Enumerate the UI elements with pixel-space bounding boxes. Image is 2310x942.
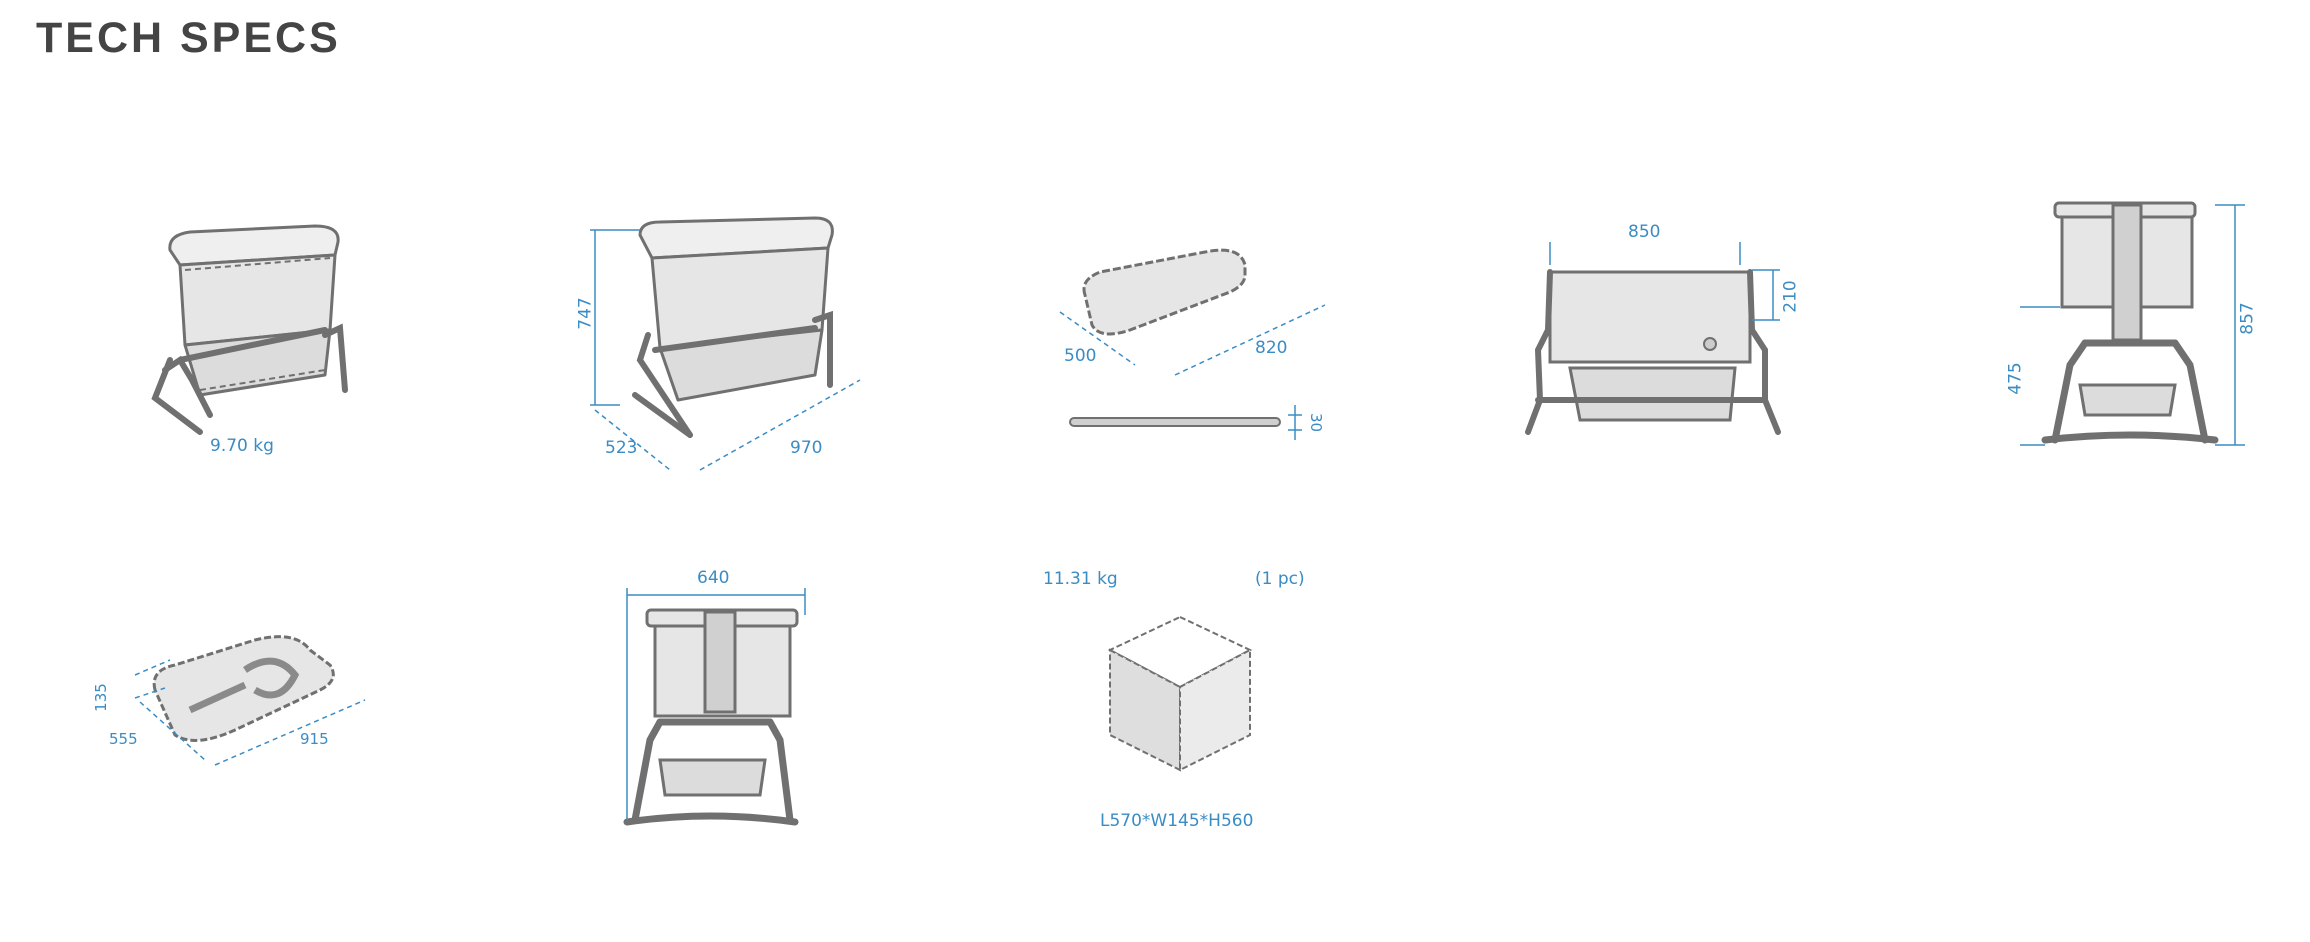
- side-width-label: 640: [697, 568, 730, 588]
- page-title: TECH SPECS: [36, 14, 341, 62]
- spec-side-panel: 850 210: [1520, 220, 1820, 460]
- spec-height-adjust: 857 475: [2000, 195, 2260, 455]
- spec-package: 11.31 kg (1 pc) L570*W145*H560: [1040, 565, 1320, 835]
- package-box-icon: [1107, 615, 1253, 772]
- spec-mattress: 500 820 30: [1040, 240, 1340, 450]
- total-height-label: 857: [2237, 302, 2258, 335]
- folded-height-label: 135: [91, 683, 110, 712]
- folded-crib-icon: [134, 635, 366, 766]
- mattress-thickness-label: 30: [1307, 412, 1326, 433]
- crib-side-view-icon: [2020, 201, 2245, 446]
- height-label: 747: [575, 297, 596, 330]
- drop-height-label: 210: [1780, 280, 1801, 313]
- crib-dimensioned-icon: [590, 216, 861, 471]
- min-height-label: 475: [2005, 362, 2026, 395]
- package-weight-label: 11.31 kg: [1043, 569, 1118, 589]
- mattress-icon: [1059, 248, 1326, 440]
- front-width-label: 850: [1628, 222, 1661, 242]
- folded-length-label: 915: [300, 730, 329, 748]
- crib-isometric-icon: [151, 224, 348, 435]
- crib-front-view-icon: [1525, 242, 1781, 435]
- depth-label: 523: [605, 438, 638, 458]
- mattress-length-label: 820: [1255, 338, 1288, 358]
- weight-label: 9.70 kg: [210, 436, 274, 456]
- mattress-width-label: 500: [1064, 346, 1097, 366]
- package-dimensions-label: L570*W145*H560: [1100, 811, 1254, 831]
- spec-weight: 9.70 kg: [140, 210, 360, 470]
- length-label: 970: [790, 438, 823, 458]
- spec-overall-dimensions: 747 523 970: [560, 210, 880, 471]
- spec-side-width: 640: [605, 560, 815, 840]
- package-quantity-label: (1 pc): [1255, 569, 1305, 589]
- crib-side-width-icon: [623, 588, 806, 826]
- spec-folded: 135 555 915: [91, 630, 385, 790]
- folded-width-label: 555: [109, 730, 138, 748]
